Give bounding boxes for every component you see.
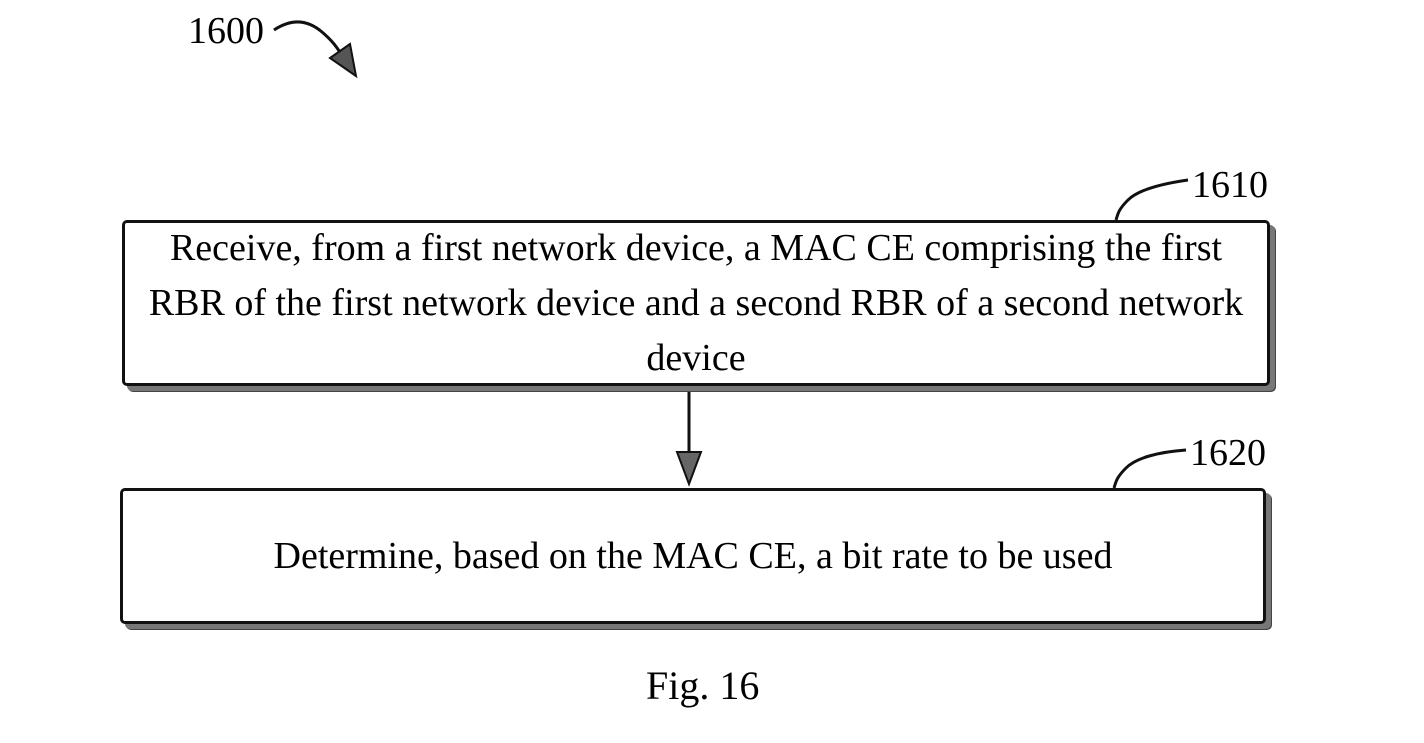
step-1610-box: Receive, from a first network device, a … bbox=[122, 220, 1270, 386]
step-1620-text: Determine, based on the MAC CE, a bit ra… bbox=[273, 534, 1113, 577]
figure-ref-number: 1600 bbox=[188, 10, 264, 52]
step-1620-ref-number: 1620 bbox=[1190, 432, 1266, 474]
figure-pointer-arrow bbox=[273, 20, 358, 79]
step-1610-ref-number: 1610 bbox=[1192, 164, 1268, 206]
flow-arrow bbox=[675, 390, 703, 487]
ref-1620-leader-line bbox=[1112, 448, 1187, 489]
step-1610-text: Receive, from a first network device, a … bbox=[148, 226, 1244, 379]
step-1620-box: Determine, based on the MAC CE, a bit ra… bbox=[120, 488, 1266, 624]
figure-caption: Fig. 16 bbox=[646, 663, 760, 708]
ref-1610-leader-line bbox=[1114, 178, 1189, 221]
